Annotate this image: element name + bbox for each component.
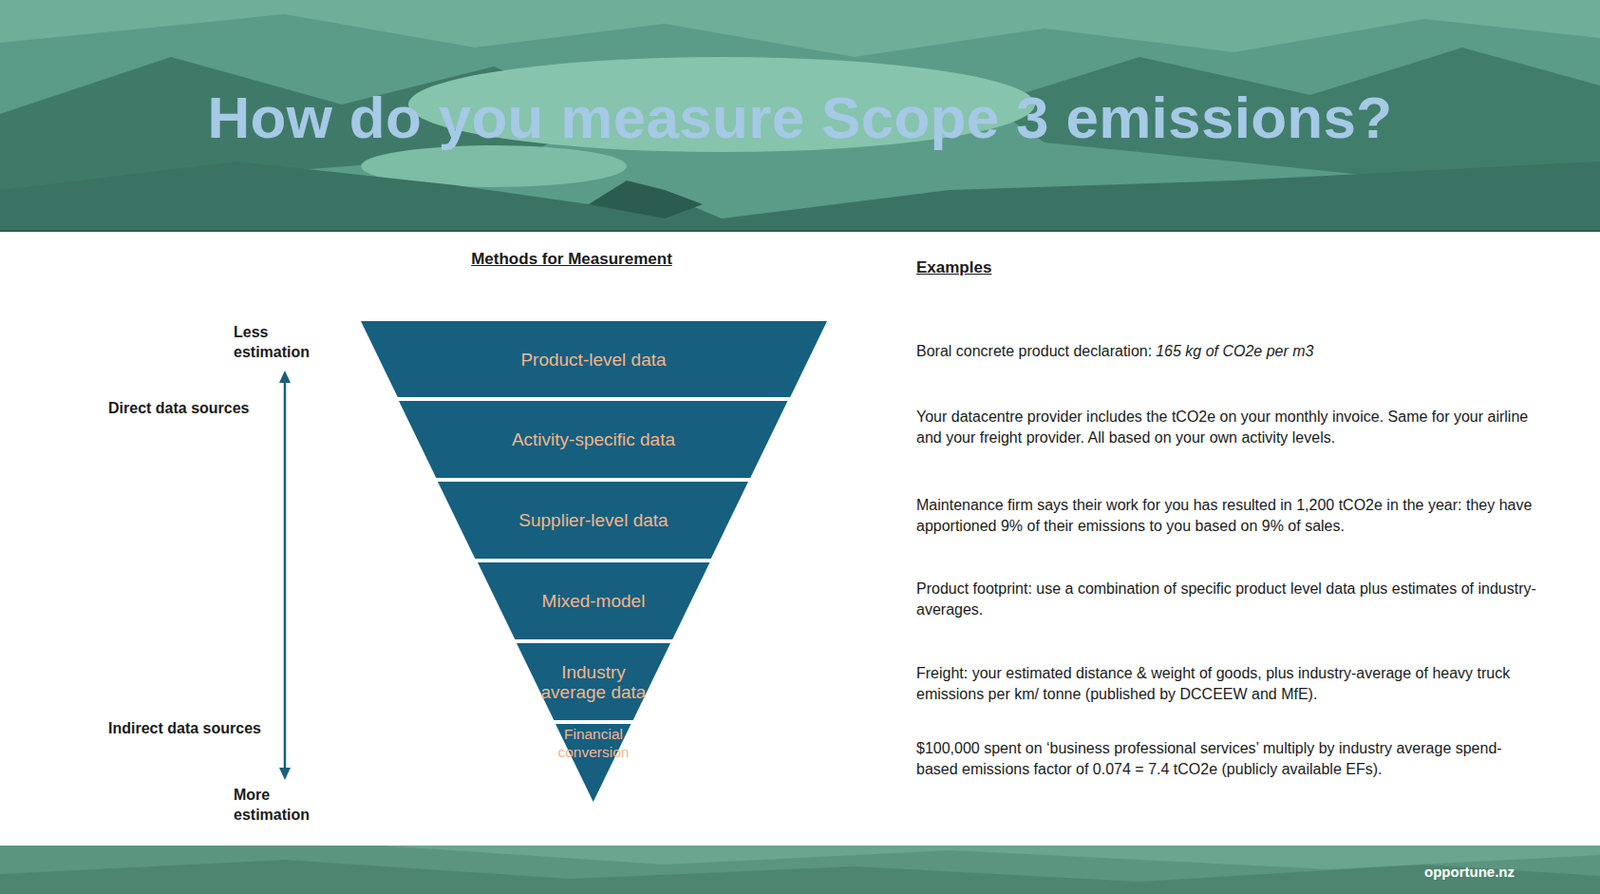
example-text: $100,000 spent on ‘business professional… — [916, 737, 1539, 780]
scale-label: Indirect data sources — [108, 717, 262, 738]
scale-label: Direct data sources — [108, 397, 250, 418]
band-label: Activity-specific data — [511, 429, 676, 450]
band-label: Product-level data — [520, 349, 666, 370]
footer-site: opportune.nz — [1424, 863, 1515, 880]
funnel-band: Mixed-model — [477, 562, 711, 640]
funnel-band: Supplier-level data — [437, 481, 749, 559]
section-heading: Examples — [916, 258, 992, 278]
band-label: Financial conversion — [555, 724, 632, 761]
band-label: Supplier-level data — [518, 509, 668, 530]
footer-landscape — [0, 845, 1600, 894]
example-text: Boral concrete product declaration: — [916, 342, 1152, 359]
section-heading: Methods for Measurement — [470, 249, 673, 269]
example-text: Your datacentre provider includes the tC… — [916, 406, 1539, 449]
example-row: Boral concrete product declaration:165 k… — [916, 340, 1539, 362]
example-text: Freight: your estimated distance & weigh… — [916, 662, 1539, 705]
scale-label: Less estimation — [233, 321, 321, 362]
slide-title: How do you measure Scope 3 emissions? — [0, 83, 1600, 151]
funnel-band: Activity-specific data — [398, 400, 788, 478]
funnel-band: Industry average data — [516, 642, 671, 720]
band-label: Industry average data — [538, 661, 648, 702]
funnel-band: Product-level data — [360, 320, 828, 397]
example-value: 165 kg of CO2e per m3 — [1155, 342, 1314, 359]
scale-label: More estimation — [233, 784, 321, 825]
example-text: Maintenance firm says their work for you… — [916, 494, 1539, 537]
example-text: Product footprint: use a combination of … — [916, 578, 1539, 621]
funnel-band: Financial conversion — [555, 723, 632, 802]
band-label: Mixed-model — [542, 590, 646, 611]
